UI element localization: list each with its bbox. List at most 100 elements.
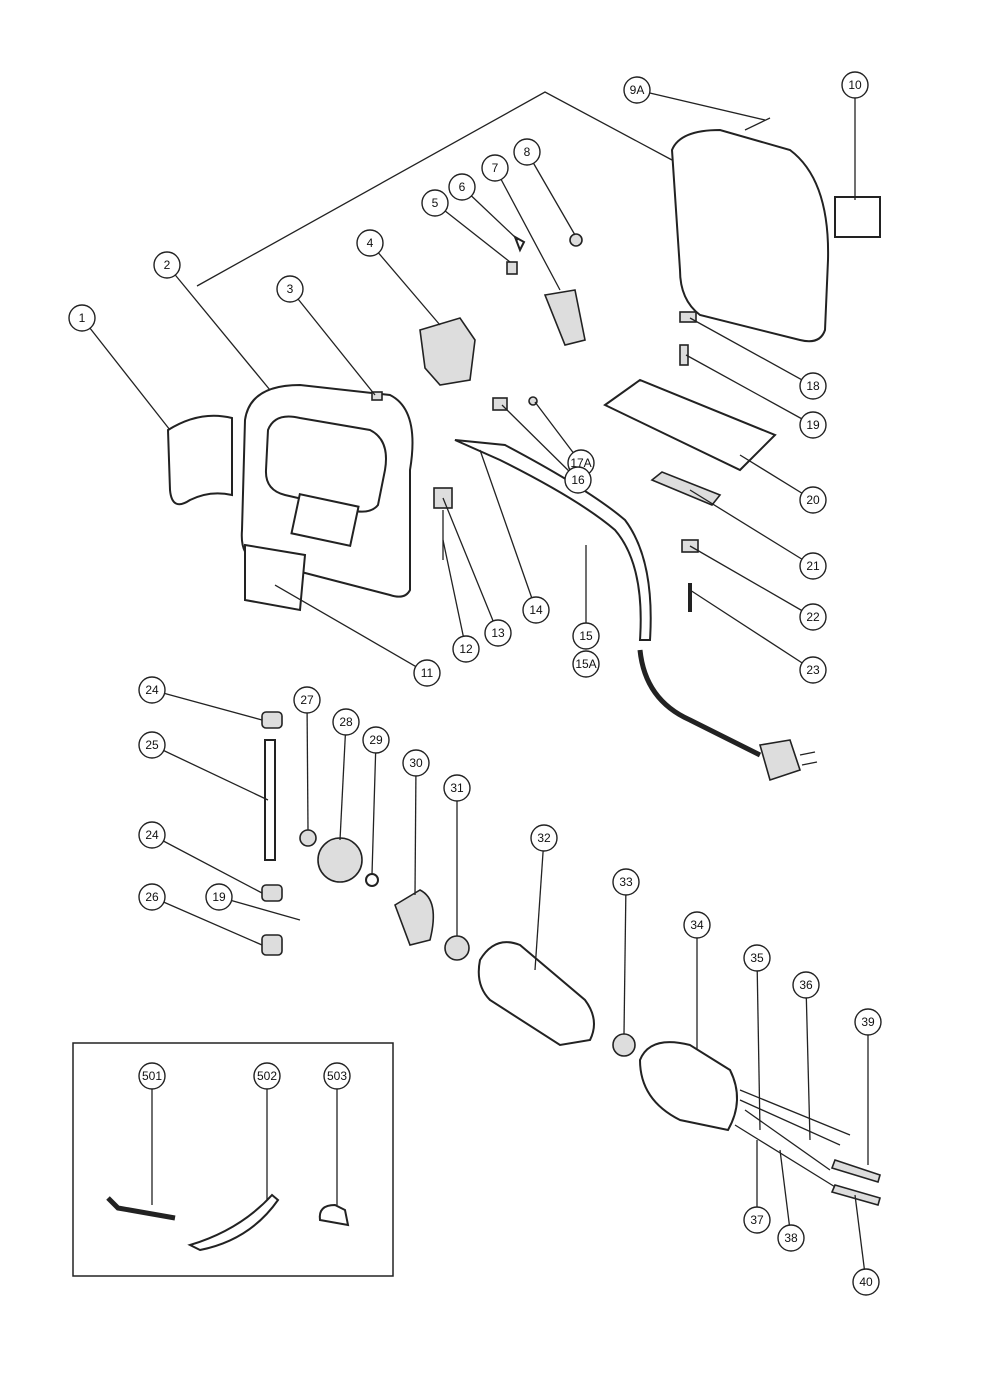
callout-label-19: 19 xyxy=(806,418,820,432)
callout-circle-2 xyxy=(153,251,181,279)
leader-line-5 xyxy=(434,202,511,263)
leader-line-20 xyxy=(739,454,814,501)
part-housing-window xyxy=(290,493,360,547)
part-plug xyxy=(758,739,802,782)
callout-label-39: 39 xyxy=(861,1015,875,1029)
part-housing-handle xyxy=(264,415,387,513)
callout-circle-12 xyxy=(452,635,480,663)
part-501-hex-key xyxy=(106,1196,176,1221)
callout-label-1: 1 xyxy=(79,311,86,325)
callout-label-5: 5 xyxy=(432,196,439,210)
part-33-bearing xyxy=(612,1033,636,1057)
leader-line-24 xyxy=(151,689,263,721)
part-7-brush xyxy=(543,289,586,346)
part-34-stator xyxy=(638,1041,739,1132)
callout-circle-38 xyxy=(777,1224,805,1252)
part-6 xyxy=(513,234,526,253)
part-8-screw xyxy=(569,233,583,247)
leader-line-16 xyxy=(501,404,579,481)
callout-circle-10 xyxy=(841,71,869,99)
callout-label-24: 24 xyxy=(145,683,159,697)
leader-line-29 xyxy=(371,739,377,875)
callout-circle-24 xyxy=(138,821,166,849)
leader-line-21 xyxy=(689,489,814,567)
callout-circle-16 xyxy=(564,466,592,494)
callout-label-23: 23 xyxy=(806,663,820,677)
callout-circle-503 xyxy=(323,1062,351,1090)
callout-circle-14 xyxy=(522,596,550,624)
callout-circle-19 xyxy=(799,411,827,439)
part-27 xyxy=(299,829,317,847)
callout-label-31: 31 xyxy=(450,781,464,795)
part-25-plunger xyxy=(264,739,276,861)
callout-label-32: 32 xyxy=(537,831,551,845)
leader-line-32 xyxy=(534,837,545,971)
callout-circle-21 xyxy=(799,552,827,580)
callout-label-40: 40 xyxy=(859,1275,873,1289)
leader-line-2 xyxy=(166,264,271,391)
callout-label-13: 13 xyxy=(491,626,505,640)
callout-circle-37 xyxy=(743,1206,771,1234)
callout-label-8: 8 xyxy=(524,145,531,159)
callout-circle-15A xyxy=(572,650,600,678)
callout-label-7: 7 xyxy=(492,161,499,175)
callout-circle-28 xyxy=(332,708,360,736)
callout-label-18: 18 xyxy=(806,379,820,393)
accessory-box xyxy=(72,1042,394,1277)
callout-circle-23 xyxy=(799,656,827,684)
callout-label-22: 22 xyxy=(806,610,820,624)
leader-line-19 xyxy=(218,896,301,921)
callout-circle-35 xyxy=(743,944,771,972)
part-29-washer xyxy=(365,873,379,887)
callout-circle-11 xyxy=(413,659,441,687)
callout-label-19: 19 xyxy=(212,890,226,904)
assembly-bracket-line xyxy=(196,91,673,287)
part-26 xyxy=(261,934,283,956)
callout-label-27: 27 xyxy=(300,693,314,707)
callout-label-25: 25 xyxy=(145,738,159,752)
callout-circle-31 xyxy=(443,774,471,802)
leader-line-30 xyxy=(414,762,417,896)
callout-circle-40 xyxy=(852,1268,880,1296)
callout-label-501: 501 xyxy=(142,1069,162,1083)
callout-circle-502 xyxy=(253,1062,281,1090)
part-switch xyxy=(419,317,476,386)
callout-label-15A: 15A xyxy=(575,657,596,671)
leader-line-25 xyxy=(151,744,269,801)
callout-label-34: 34 xyxy=(690,918,704,932)
callout-label-21: 21 xyxy=(806,559,820,573)
leader-line-1 xyxy=(81,317,171,431)
leader-line-24 xyxy=(151,834,263,894)
callout-circle-3 xyxy=(276,275,304,303)
leader-line-11 xyxy=(274,584,428,674)
callout-label-37: 37 xyxy=(750,1213,764,1227)
callout-circle-25 xyxy=(138,731,166,759)
callout-circle-22 xyxy=(799,603,827,631)
callout-circle-26 xyxy=(138,883,166,911)
part-32-armature xyxy=(477,941,595,1047)
leader-line-33 xyxy=(623,881,627,1035)
callout-label-9A: 9A xyxy=(630,83,645,97)
leader-line-26 xyxy=(151,896,263,946)
part-20-base xyxy=(603,378,777,472)
callout-label-503: 503 xyxy=(327,1069,347,1083)
callout-circle-39 xyxy=(854,1008,882,1036)
leader-line-40 xyxy=(854,1194,867,1283)
callout-label-30: 30 xyxy=(409,756,423,770)
part-5 xyxy=(506,261,518,275)
callout-circle-501 xyxy=(138,1062,166,1090)
callout-circle-4 xyxy=(356,229,384,257)
leader-line-4 xyxy=(369,242,441,326)
part-502-blade xyxy=(187,1193,280,1252)
part-21-plate xyxy=(650,471,722,506)
callout-label-20: 20 xyxy=(806,493,820,507)
callout-circle-5 xyxy=(421,189,449,217)
callout-circle-19 xyxy=(205,883,233,911)
leader-line-12 xyxy=(442,539,467,650)
callout-circle-1 xyxy=(68,304,96,332)
leader-line-35 xyxy=(756,957,761,1131)
callout-circle-13 xyxy=(484,619,512,647)
part-503 xyxy=(318,1203,350,1227)
